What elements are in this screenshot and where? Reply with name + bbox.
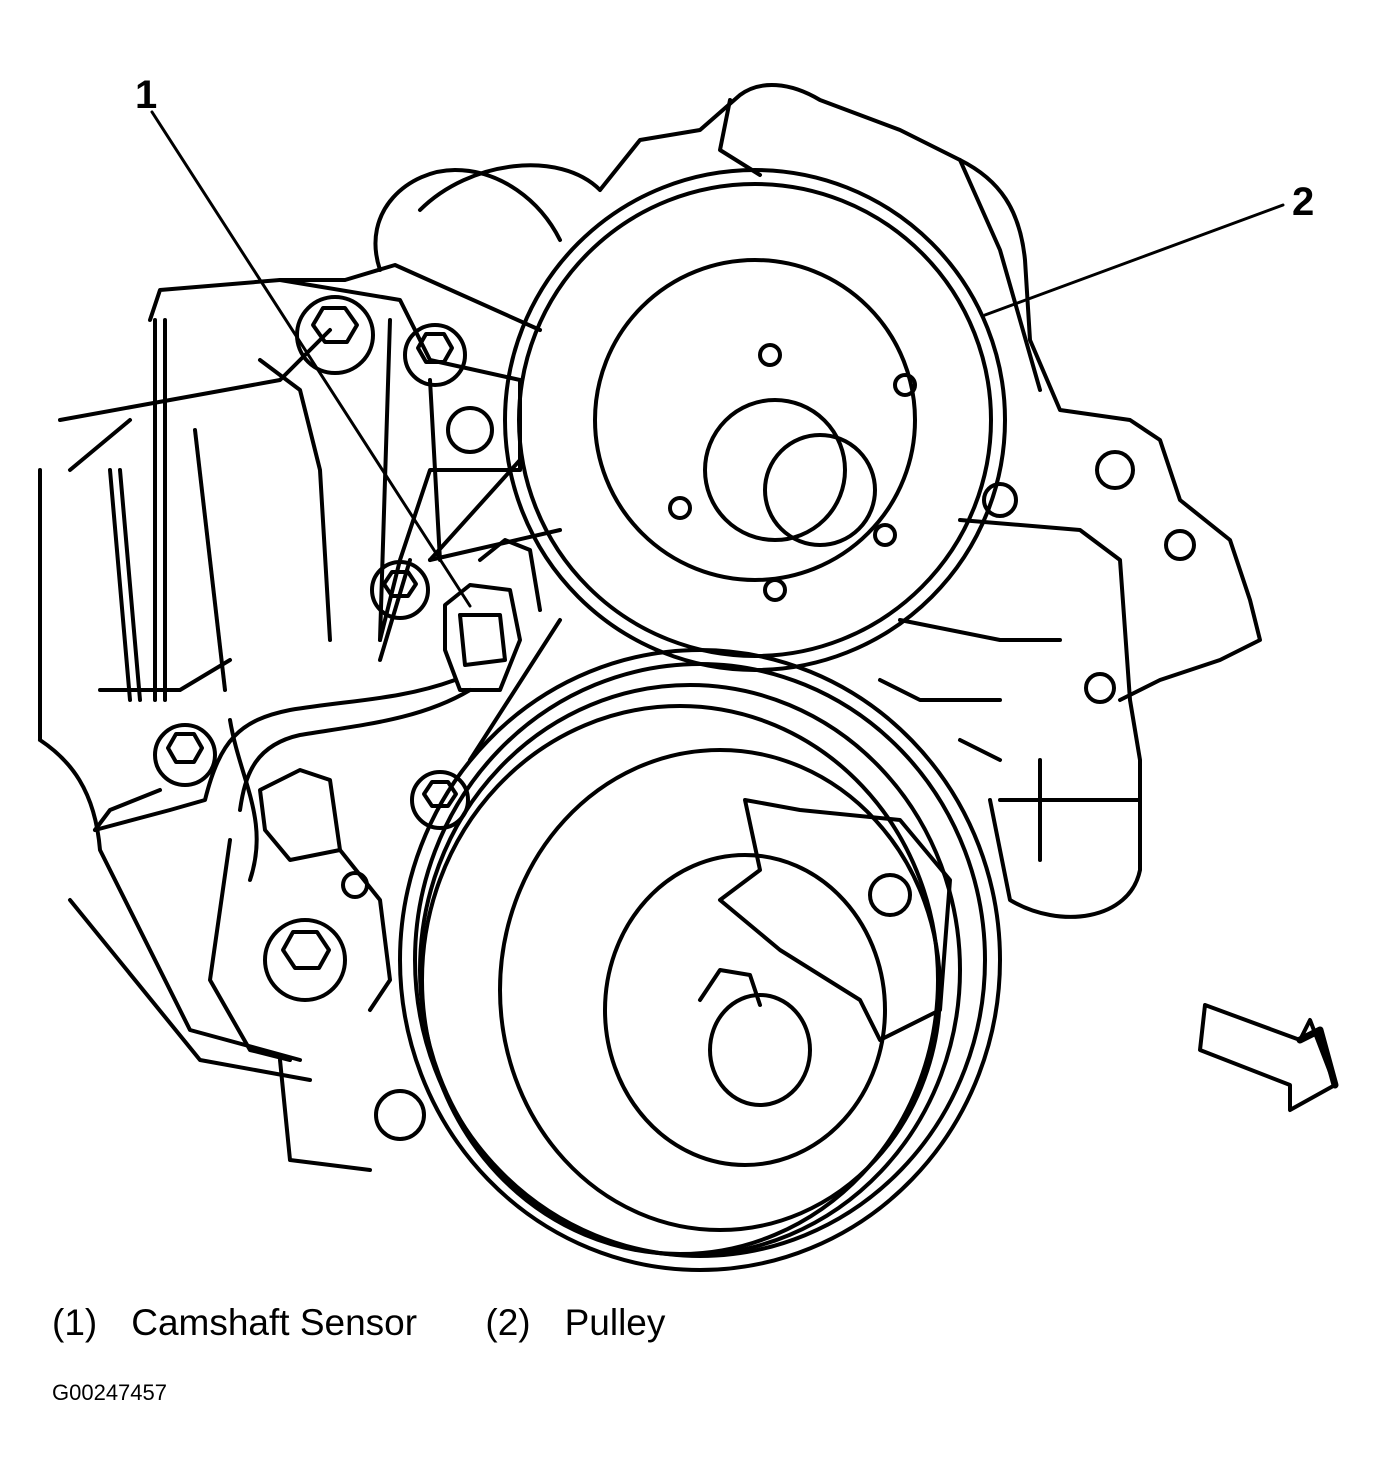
upper-pulley [503, 168, 1007, 672]
bolt [153, 723, 217, 787]
bolt [1095, 450, 1135, 490]
bolt [410, 770, 470, 830]
camshaft-sensor [443, 538, 542, 692]
timing-cover-outline [373, 83, 1262, 702]
callout-number-1: 1 [135, 73, 157, 117]
legend-number: (2) [485, 1302, 531, 1343]
bolt [403, 323, 467, 387]
view-direction-arrow-icon [1198, 1003, 1339, 1112]
wiring-harness [93, 678, 472, 832]
bolt [982, 482, 1018, 518]
legend-item: (1) Camshaft Sensor [52, 1302, 417, 1344]
crankshaft-pulley [398, 648, 1002, 1272]
legend: (1) Camshaft Sensor (2) Pulley [52, 1302, 723, 1344]
bolts [153, 295, 1196, 1141]
pump-housing [878, 518, 1142, 919]
engine-front-diagram: 1 2 [38, 73, 1339, 1272]
figure-id: G00247457 [52, 1380, 167, 1405]
bolt-hole [1084, 672, 1116, 704]
callout-number-2: 2 [1292, 180, 1314, 224]
legend-number: (1) [52, 1302, 98, 1343]
callout-leader-1 [150, 110, 472, 608]
bolt [370, 560, 430, 620]
bolt-hole [1164, 529, 1196, 561]
bolt [263, 918, 347, 1002]
legend-label: Pulley [564, 1302, 666, 1343]
callout-leader-2 [983, 203, 1285, 317]
bolt [374, 1089, 426, 1141]
callout-leaders [150, 110, 1285, 608]
lower-sensor [208, 768, 392, 1062]
bolt [295, 295, 375, 375]
legend-item: (2) Pulley [485, 1302, 665, 1344]
engine-block-outline [38, 263, 542, 1172]
drive-belt [378, 458, 562, 762]
legend-label: Camshaft Sensor [131, 1302, 418, 1343]
